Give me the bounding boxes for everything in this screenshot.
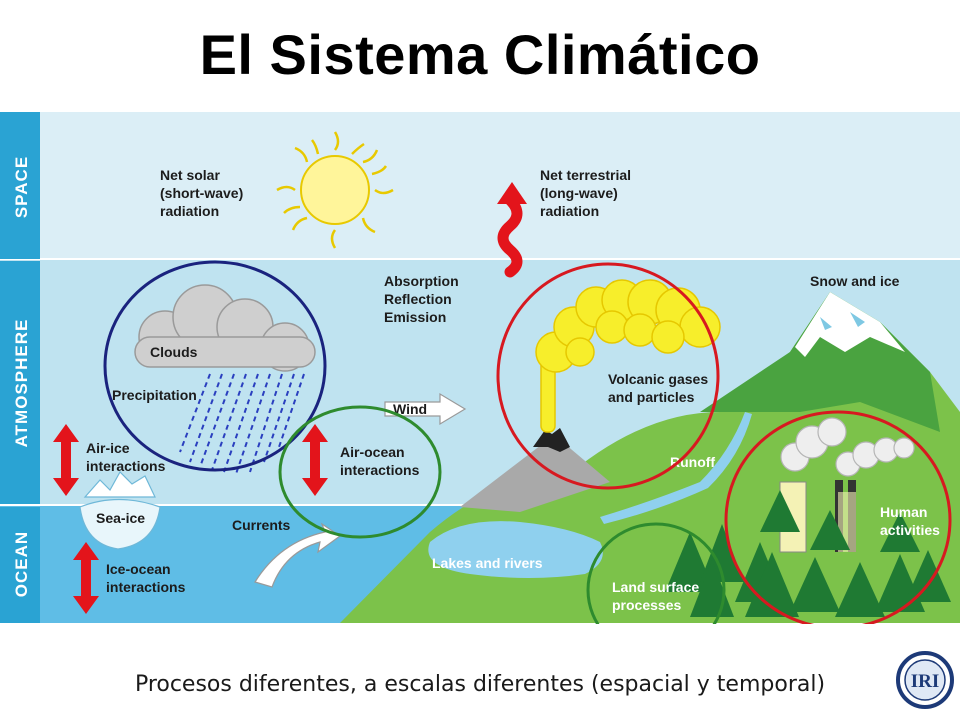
volcano [460,442,610,512]
cloud-icon [134,284,316,372]
land-surface-label-2: processes [612,597,681,613]
air-ocean-highlight-circle [278,405,442,539]
volcano-crater [533,428,570,452]
wind-label: Wind [393,401,427,417]
ice-ocean-label-2: interactions [106,579,186,595]
net-solar-label-3: radiation [160,203,219,219]
lakes-rivers-label: Lakes and rivers [432,555,543,571]
air-ice-label-1: Air-ice [86,440,130,456]
clouds-label: Clouds [150,344,198,360]
absorption-label: Absorption [384,273,459,289]
precipitation-label: Precipitation [112,387,197,403]
volcanic-highlight-circle [496,262,720,490]
sun-icon [276,131,394,249]
air-ocean-label-2: interactions [340,462,420,478]
snow-cap [795,292,905,357]
clouds-highlight-circle [103,260,327,472]
emission-label: Emission [384,309,446,325]
net-terrestrial-label-1: Net terrestrial [540,167,631,183]
space-band-label: SPACE [12,156,31,218]
ice-ocean-label-1: Ice-ocean [106,561,171,577]
ocean-band-label: OCEAN [12,531,31,597]
air-ice-label-2: interactions [86,458,166,474]
land-surface-highlight-circle [586,522,726,624]
human-activities-label-1: Human [880,504,927,520]
ocean-band-bar [0,507,40,623]
air-ocean-arrow-icon [302,424,328,496]
terrestrial-radiation-arrow [497,182,527,278]
human-activities-label-2: activities [880,522,940,538]
slide-caption: Procesos diferentes, a escalas diferente… [134,672,826,697]
space-band-bar [0,112,40,259]
snow-ice-label: Snow and ice [810,273,900,289]
air-ocean-label-1: Air-ocean [340,444,405,460]
currents-label: Currents [232,517,291,533]
rain-icon [179,373,305,475]
net-solar-label-1: Net solar [160,167,220,183]
slide-title: El Sistema Climático [199,23,761,86]
atmosphere-band-label: ATMOSPHERE [12,319,31,448]
wind-arrow-icon [384,392,467,426]
iri-globe-icon: IRI [896,651,954,709]
space-layer [0,112,960,259]
human-activities-highlight-circle [724,410,952,624]
river [600,412,752,524]
iri-logo-text: IRI [911,671,940,692]
lake [428,521,603,578]
sea-ice-label: Sea-ice [96,510,145,526]
atmosphere-band-bar [0,261,40,504]
net-terrestrial-label-3: radiation [540,203,599,219]
net-solar-label-2: (short-wave) [160,185,243,201]
climate-system-diagram: SPACE ATMOSPHERE OCEAN [0,112,960,624]
land-surface-label-1: Land surface [612,579,699,595]
volcanic-label-2: and particles [608,389,695,405]
volcanic-label-1: Volcanic gases [608,371,708,387]
reflection-label: Reflection [384,291,452,307]
forest-icon [665,490,951,617]
sea-ice-icon [79,471,161,550]
net-terrestrial-label-2: (long-wave) [540,185,618,201]
ice-ocean-arrow-icon [73,542,99,614]
air-ice-arrow-icon [53,424,79,496]
factory-icon [779,417,915,553]
